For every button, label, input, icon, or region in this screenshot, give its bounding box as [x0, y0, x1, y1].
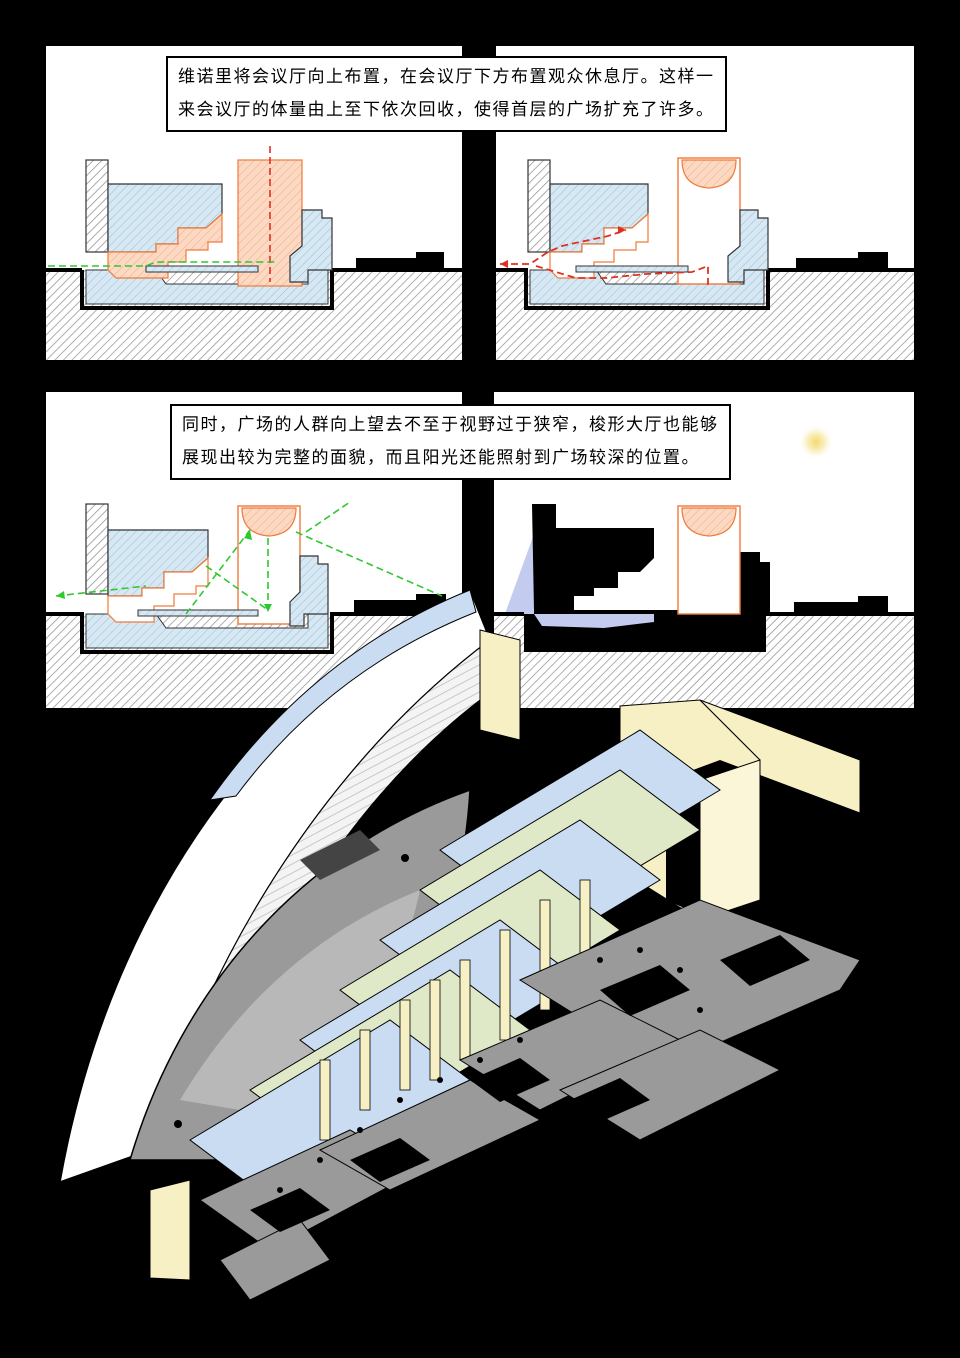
caption-top-line2: 来会议厅的体量由上至下依次回收，使得首层的广场扩充了许多。: [178, 100, 715, 120]
caption-top-line1: 维诺里将会议厅向上布置，在会议厅下方布置观众休息厅。这样一: [178, 67, 715, 87]
shell-striped: [149, 638, 491, 1151]
section-drawing-middle-right: [494, 424, 914, 708]
caption-middle-line1: 同时，广场的人群向上望去不至于视野过于狭窄，梭形大厅也能够: [182, 415, 719, 435]
dark-void: [666, 760, 880, 970]
caption-middle-line2: 展现出较为完整的面貌，而且阳光还能照射到广场较深的位置。: [182, 448, 700, 468]
circulation-path-lower: [535, 264, 709, 286]
hall-silhouette: [532, 504, 654, 610]
auditorium-bowl: [681, 159, 737, 189]
circulation-path-upper: [500, 229, 627, 265]
column-dots: [174, 854, 703, 1193]
sun-glow-icon: [798, 424, 834, 460]
section-drawing-top-left: [46, 146, 462, 360]
left-wall: [85, 159, 109, 253]
caption-middle: 同时，广场的人群向上望去不至于视野过于狭窄，梭形大厅也能够 展现出较为完整的面貌…: [170, 404, 731, 480]
cream-wall-right: [619, 699, 761, 921]
shadow-left: [502, 512, 542, 632]
openings: [250, 935, 810, 1232]
section-drawing-top-right: [496, 157, 914, 360]
shell-gray-inner: [128, 788, 471, 1161]
ground-floor-slabs: [199, 899, 861, 1301]
view-path: [48, 261, 278, 267]
caption-top: 维诺里将会议厅向上布置，在会议厅下方布置观众休息厅。这样一 来会议厅的体量由上至…: [166, 56, 727, 132]
right-building: [289, 209, 333, 283]
audience-lounge: [107, 212, 223, 279]
columns: [319, 879, 591, 1141]
